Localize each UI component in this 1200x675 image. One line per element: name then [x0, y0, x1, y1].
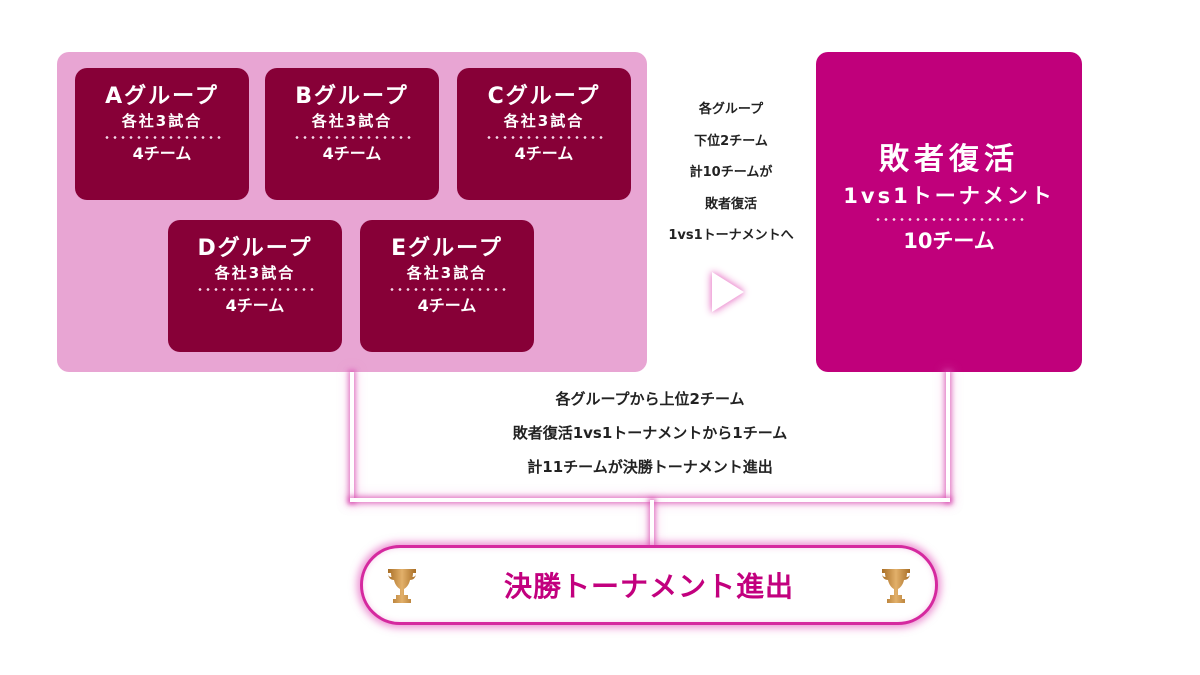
- relegation-note: 各グループ 下位2チーム 計10チームが 敗者復活 1vs1トーナメントへ: [648, 94, 814, 252]
- note-line: 1vs1トーナメントへ: [668, 228, 794, 243]
- summary-line: 計11チームが決勝トーナメント進出: [527, 458, 773, 476]
- group-d-box: Dグループ 各社3試合 4チーム: [168, 220, 342, 352]
- group-title: Aグループ: [105, 84, 219, 109]
- revival-tournament-box: 敗者復活 1vs1トーナメント 10チーム: [816, 52, 1082, 372]
- group-matches: 各社3試合: [121, 112, 203, 130]
- group-matches: 各社3試合: [406, 264, 488, 282]
- group-stage-panel: Aグループ 各社3試合 4チーム Bグループ 各社3試合 4チーム Cグループ …: [57, 52, 647, 372]
- dotted-divider: [293, 136, 411, 139]
- final-tournament-pill: 決勝トーナメント進出: [360, 545, 938, 625]
- group-team-count: 4チーム: [132, 144, 192, 163]
- group-team-count: 4チーム: [417, 296, 477, 315]
- dotted-divider: [103, 136, 221, 139]
- dotted-divider: [388, 288, 506, 291]
- dotted-divider: [874, 218, 1024, 221]
- group-matches: 各社3試合: [503, 112, 585, 130]
- summary-line: 敗者復活1vs1トーナメントから1チーム: [512, 424, 788, 442]
- group-team-count: 4チーム: [322, 144, 382, 163]
- revival-subtitle: 1vs1トーナメント: [843, 184, 1055, 208]
- group-b-box: Bグループ 各社3試合 4チーム: [265, 68, 439, 200]
- qualification-summary: 各グループから上位2チーム 敗者復活1vs1トーナメントから1チーム 計11チー…: [360, 382, 940, 484]
- play-triangle-icon: [712, 272, 744, 312]
- group-e-box: Eグループ 各社3試合 4チーム: [360, 220, 534, 352]
- group-matches: 各社3試合: [311, 112, 393, 130]
- note-line: 下位2チーム: [694, 133, 768, 149]
- revival-title: 敗者復活: [879, 142, 1019, 177]
- group-team-count: 4チーム: [225, 296, 285, 315]
- group-team-count: 4チーム: [514, 144, 574, 163]
- trophy-icon: [882, 569, 910, 603]
- dotted-divider: [196, 288, 314, 291]
- summary-line: 各グループから上位2チーム: [555, 390, 745, 408]
- connector-left-line: [350, 372, 354, 502]
- dotted-divider: [485, 136, 603, 139]
- group-title: Cグループ: [487, 84, 601, 109]
- note-line: 各グループ: [698, 102, 764, 117]
- final-label: 決勝トーナメント進出: [503, 570, 794, 603]
- connector-stem-line: [650, 500, 654, 546]
- group-title: Dグループ: [197, 236, 313, 261]
- note-line: 計10チームが: [689, 165, 773, 180]
- trophy-icon: [388, 569, 416, 603]
- group-title: Eグループ: [391, 236, 503, 261]
- group-matches: 各社3試合: [214, 264, 296, 282]
- group-a-box: Aグループ 各社3試合 4チーム: [75, 68, 249, 200]
- connector-right-line: [946, 372, 950, 502]
- group-title: Bグループ: [295, 84, 409, 109]
- note-line: 敗者復活: [704, 196, 757, 212]
- revival-team-count: 10チーム: [903, 229, 995, 253]
- group-c-box: Cグループ 各社3試合 4チーム: [457, 68, 631, 200]
